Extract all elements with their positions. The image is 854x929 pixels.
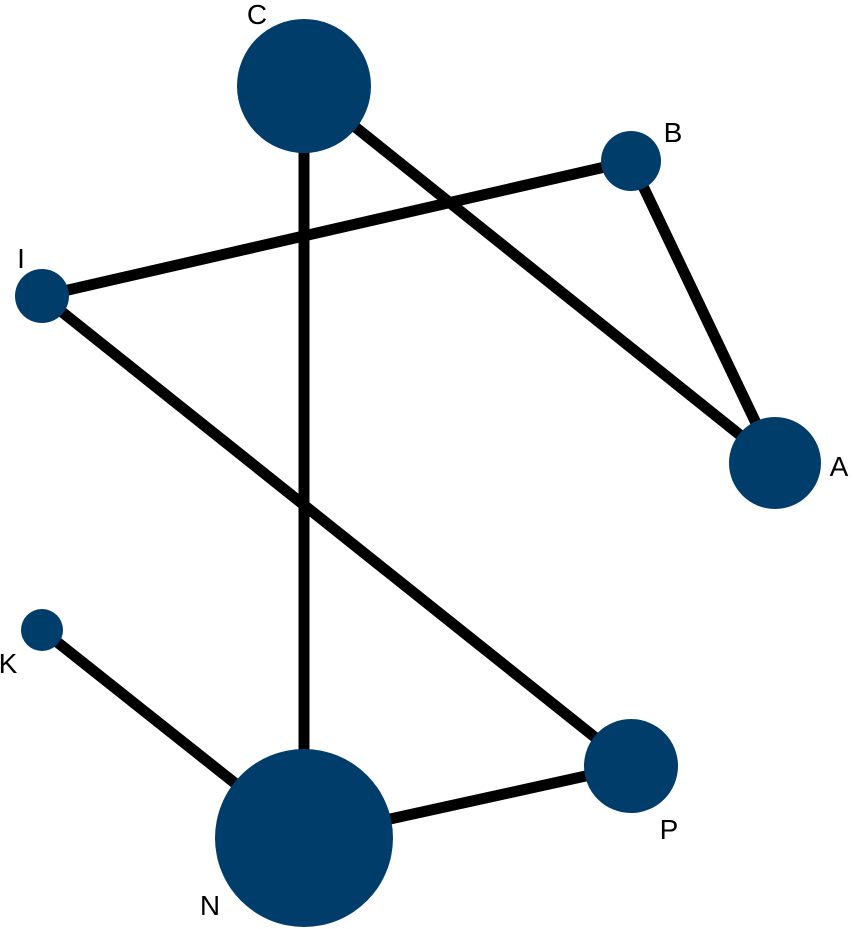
node-label-i: I (17, 243, 25, 274)
node-label-n: N (200, 890, 220, 921)
node-a (729, 417, 821, 509)
node-label-c: C (247, 0, 267, 30)
node-i (15, 269, 69, 323)
node-label-b: B (664, 117, 683, 148)
edge-i-p (38, 291, 635, 771)
node-b (601, 131, 661, 191)
edges-layer (38, 81, 780, 844)
edge-b-a (626, 158, 780, 466)
node-label-k: K (0, 648, 18, 679)
edge-c-a (300, 81, 779, 468)
node-c (237, 19, 371, 153)
node-label-p: P (660, 814, 679, 845)
node-n (215, 749, 393, 927)
nodes-layer (15, 19, 821, 927)
node-p (584, 719, 678, 813)
node-label-a: A (830, 451, 849, 482)
node-k (21, 609, 63, 651)
edge-b-i (40, 155, 633, 302)
